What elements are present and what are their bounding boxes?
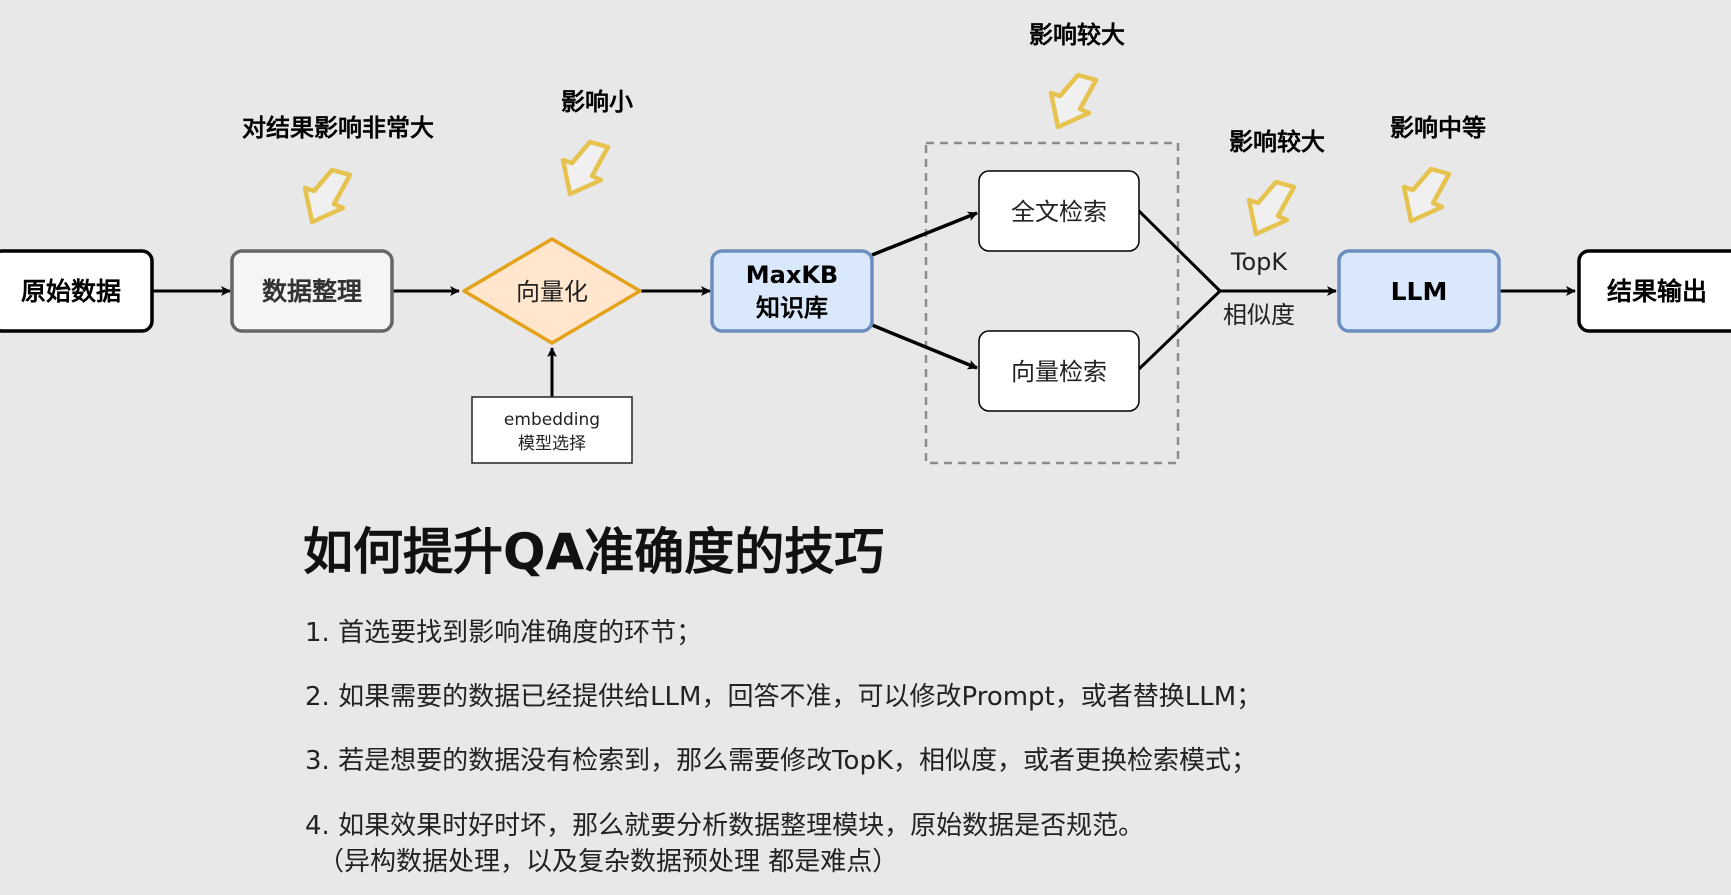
impact-label-topk: 影响较大	[1229, 128, 1325, 156]
node-embedding-line1: embedding	[504, 410, 600, 430]
impact-label-vectorize: 影响小	[561, 88, 633, 116]
node-raw-data: 原始数据	[0, 249, 154, 333]
node-output-label: 结果输出	[1607, 277, 1707, 306]
node-embedding-line2: 模型选择	[518, 434, 586, 454]
pipeline-diagram: 原始数据 数据整理 向量化 embedding 模型选择 MaxKB 知识库 全…	[0, 21, 1731, 465]
tip-item-1: 1. 首选要找到影响准确度的环节；	[305, 618, 703, 648]
node-kb-line1: MaxKB	[746, 261, 838, 289]
impact-label-retrieval: 影响较大	[1029, 21, 1125, 49]
tip-item-3: 3. 若是想要的数据没有检索到，那么需要修改TopK，相似度，或者更换检索模式；	[305, 746, 1257, 776]
node-raw-data-label: 原始数据	[21, 277, 121, 306]
node-vectorize-label: 向量化	[516, 278, 588, 306]
tip-item-2: 2. 如果需要的数据已经提供给LLM，回答不准，可以修改Prompt，或者替换L…	[305, 682, 1263, 712]
hollow-arrow-down-left-icon	[1051, 75, 1096, 127]
edge-kb-to-fulltext	[871, 211, 978, 257]
impact-label-llm: 影响中等	[1390, 114, 1486, 142]
node-output: 结果输出	[1577, 249, 1731, 333]
edge-label-topk: TopK	[1230, 248, 1289, 276]
node-vectorize: 向量化	[462, 237, 642, 345]
node-kb-line2: 知识库	[756, 294, 828, 322]
retrieval-group-frame	[924, 141, 1180, 465]
node-llm-label: LLM	[1391, 277, 1448, 306]
node-embedding-model: embedding 模型选择	[471, 396, 633, 464]
node-fulltext-label: 全文检索	[1011, 198, 1107, 226]
edge-fulltext-to-merge	[1137, 209, 1222, 293]
hollow-arrow-down-left-icon	[305, 170, 350, 222]
node-llm: LLM	[1337, 249, 1501, 333]
hollow-arrow-down-left-icon	[1404, 169, 1449, 221]
hollow-arrow-down-left-icon	[563, 142, 608, 194]
hollow-arrow-down-left-icon	[1249, 182, 1294, 234]
node-vector-label: 向量检索	[1011, 358, 1107, 386]
node-vector-search: 向量检索	[978, 330, 1140, 412]
node-maxkb-kb: MaxKB 知识库	[710, 249, 874, 333]
node-data-cleanup: 数据整理	[230, 249, 394, 333]
node-data-cleanup-label: 数据整理	[262, 277, 362, 306]
edge-label-similarity: 相似度	[1223, 301, 1295, 329]
impact-label-cleanup: 对结果影响非常大	[242, 114, 434, 142]
edge-kb-to-vector	[871, 323, 978, 370]
tip-item-4: 4. 如果效果时好时坏，那么就要分析数据整理模块，原始数据是否规范。	[305, 811, 1145, 841]
node-fulltext-search: 全文检索	[978, 170, 1140, 252]
page-title: 如何提升QA准确度的技巧	[303, 523, 885, 581]
tip-item-4-note: （异构数据处理，以及复杂数据预处理 都是难点）	[318, 847, 899, 877]
edge-vector-to-merge	[1137, 289, 1222, 371]
